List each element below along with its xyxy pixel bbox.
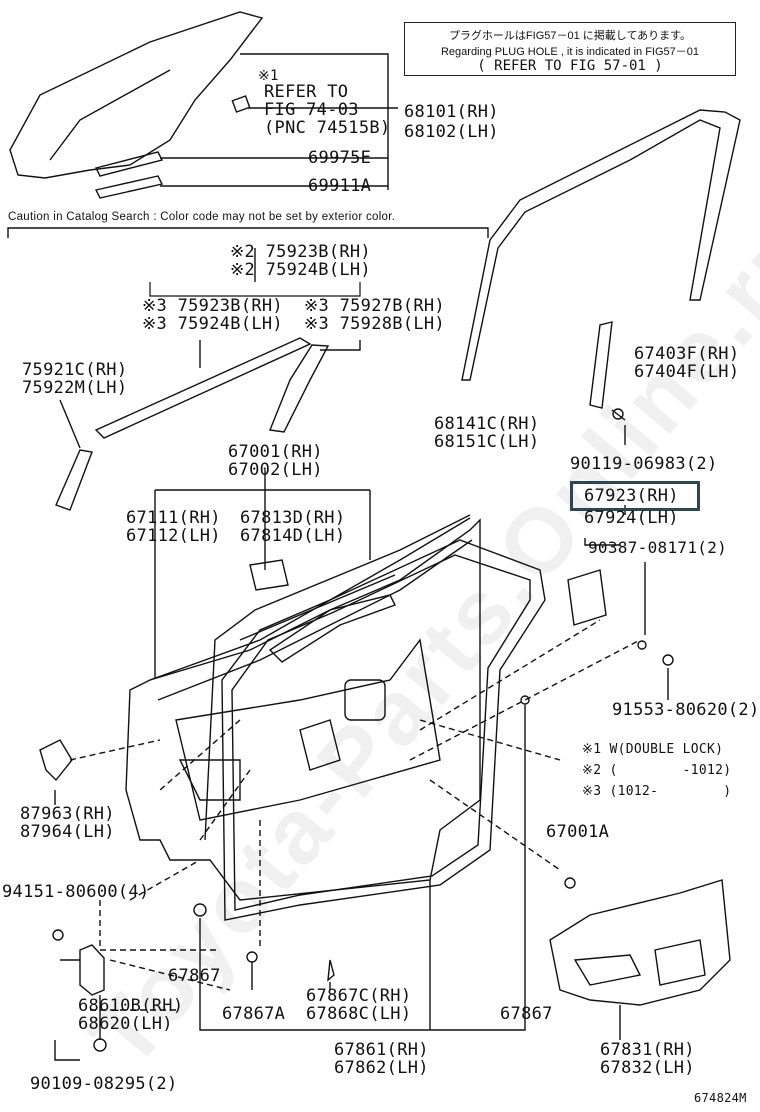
label-67813d — [249, 559, 289, 591]
garnish-75921c — [55, 449, 93, 511]
highlight-box — [570, 481, 700, 511]
strip-67403f — [589, 321, 613, 409]
trim-board-67831 — [549, 879, 731, 1006]
part-87963[interactable]: 87963(RH) — [20, 804, 115, 824]
refer-plug — [231, 95, 251, 113]
refer-line1: REFER TO — [264, 82, 349, 102]
part-67923[interactable]: 67923(RH) — [584, 486, 679, 506]
legend-1: ※1 W(DOUBLE LOCK) — [582, 742, 724, 757]
legend-2: ※2 ( -1012) — [582, 763, 732, 778]
moulding-75927b — [269, 344, 330, 433]
part-67404f[interactable]: 67404F(LH) — [634, 362, 740, 382]
refer-mark: ※1 — [258, 68, 279, 84]
refer-line3: (PNC 74515B) — [264, 118, 391, 138]
part-67814d[interactable]: 67814D(LH) — [240, 526, 346, 546]
part-67112[interactable]: 67112(LH) — [126, 526, 221, 546]
part-67868c[interactable]: 67868C(LH) — [306, 1004, 412, 1024]
run-channel-68141c — [461, 109, 741, 381]
part-68151c[interactable]: 68151C(LH) — [434, 432, 540, 452]
part-91553[interactable]: 91553-80620(2) — [612, 700, 760, 720]
part-67867-right[interactable]: 67867 — [500, 1004, 553, 1024]
legend-3: ※3 (1012- ) — [582, 784, 732, 799]
part-90109[interactable]: 90109-08295(2) — [30, 1074, 178, 1094]
part-75922m[interactable]: 75922M(LH) — [22, 378, 128, 398]
door-shell — [125, 518, 481, 901]
refer-line2: FIG 74-03 — [264, 100, 359, 120]
figure-code: 674824M — [694, 1091, 747, 1105]
part-75921c[interactable]: 75921C(RH) — [22, 360, 128, 380]
part-68101[interactable]: 68101(RH) — [404, 102, 499, 122]
hinge-68610b — [79, 944, 105, 996]
moulding-75923b — [94, 337, 312, 439]
strip-69911a — [94, 175, 164, 199]
part-87964[interactable]: 87964(LH) — [20, 822, 115, 842]
plug-hole-note: プラグホールはFIG57－01 に掲載してあります。 Regarding PLU… — [404, 22, 736, 76]
part-67831[interactable]: 67831(RH) — [600, 1040, 695, 1060]
weatherstrip-67861 — [221, 539, 546, 921]
part-75924b-3[interactable]: ※3 75924B(LH) — [142, 314, 283, 334]
part-67111[interactable]: 67111(RH) — [126, 508, 221, 528]
note-en: Regarding PLUG HOLE , it is indicated in… — [440, 46, 699, 58]
part-75924b-2[interactable]: ※2 75924B(LH) — [230, 260, 371, 280]
part-67832[interactable]: 67832(LH) — [600, 1058, 695, 1078]
part-67924[interactable]: 67924(LH) — [584, 508, 679, 528]
part-67403f[interactable]: 67403F(RH) — [634, 344, 740, 364]
pad-67923 — [567, 569, 607, 626]
part-68102[interactable]: 68102(LH) — [404, 122, 499, 142]
part-69911a[interactable]: 69911A — [308, 176, 372, 196]
strip-69975e — [94, 151, 164, 177]
part-67862[interactable]: 67862(LH) — [334, 1058, 429, 1078]
part-75928b[interactable]: ※3 75928B(LH) — [304, 314, 445, 334]
part-75923b-3[interactable]: ※3 75923B(RH) — [142, 296, 283, 316]
part-67813d[interactable]: 67813D(RH) — [240, 508, 346, 528]
window-glass — [9, 11, 264, 179]
note-jp: プラグホールはFIG57－01 に掲載してあります。 — [448, 30, 692, 42]
part-68610b[interactable]: 68610B(RH) — [78, 996, 184, 1016]
part-67867a[interactable]: 67867A — [222, 1004, 286, 1024]
part-68620[interactable]: 68620(LH) — [78, 1014, 173, 1034]
part-69975e[interactable]: 69975E — [308, 148, 372, 168]
note-ref: ( REFER TO FIG 57-01 ) — [477, 58, 663, 74]
caution-text: Caution in Catalog Search : Color code m… — [8, 211, 396, 223]
part-75923b-2[interactable]: ※2 75923B(RH) — [230, 242, 371, 262]
cover-87963 — [39, 739, 73, 782]
part-90119[interactable]: 90119-06983(2) — [570, 454, 718, 474]
part-67867-left[interactable]: 67867 — [168, 966, 221, 986]
part-67002[interactable]: 67002(LH) — [228, 460, 323, 480]
part-68141c[interactable]: 68141C(RH) — [434, 414, 540, 434]
part-67861[interactable]: 67861(RH) — [334, 1040, 429, 1060]
part-94151[interactable]: 94151-80600(4) — [2, 882, 150, 902]
part-67001a[interactable]: 67001A — [546, 822, 610, 842]
part-67867c[interactable]: 67867C(RH) — [306, 986, 412, 1006]
part-90387[interactable]: 90387-08171(2) — [588, 538, 728, 557]
part-75927b[interactable]: ※3 75927B(RH) — [304, 296, 445, 316]
part-67001[interactable]: 67001(RH) — [228, 442, 323, 462]
